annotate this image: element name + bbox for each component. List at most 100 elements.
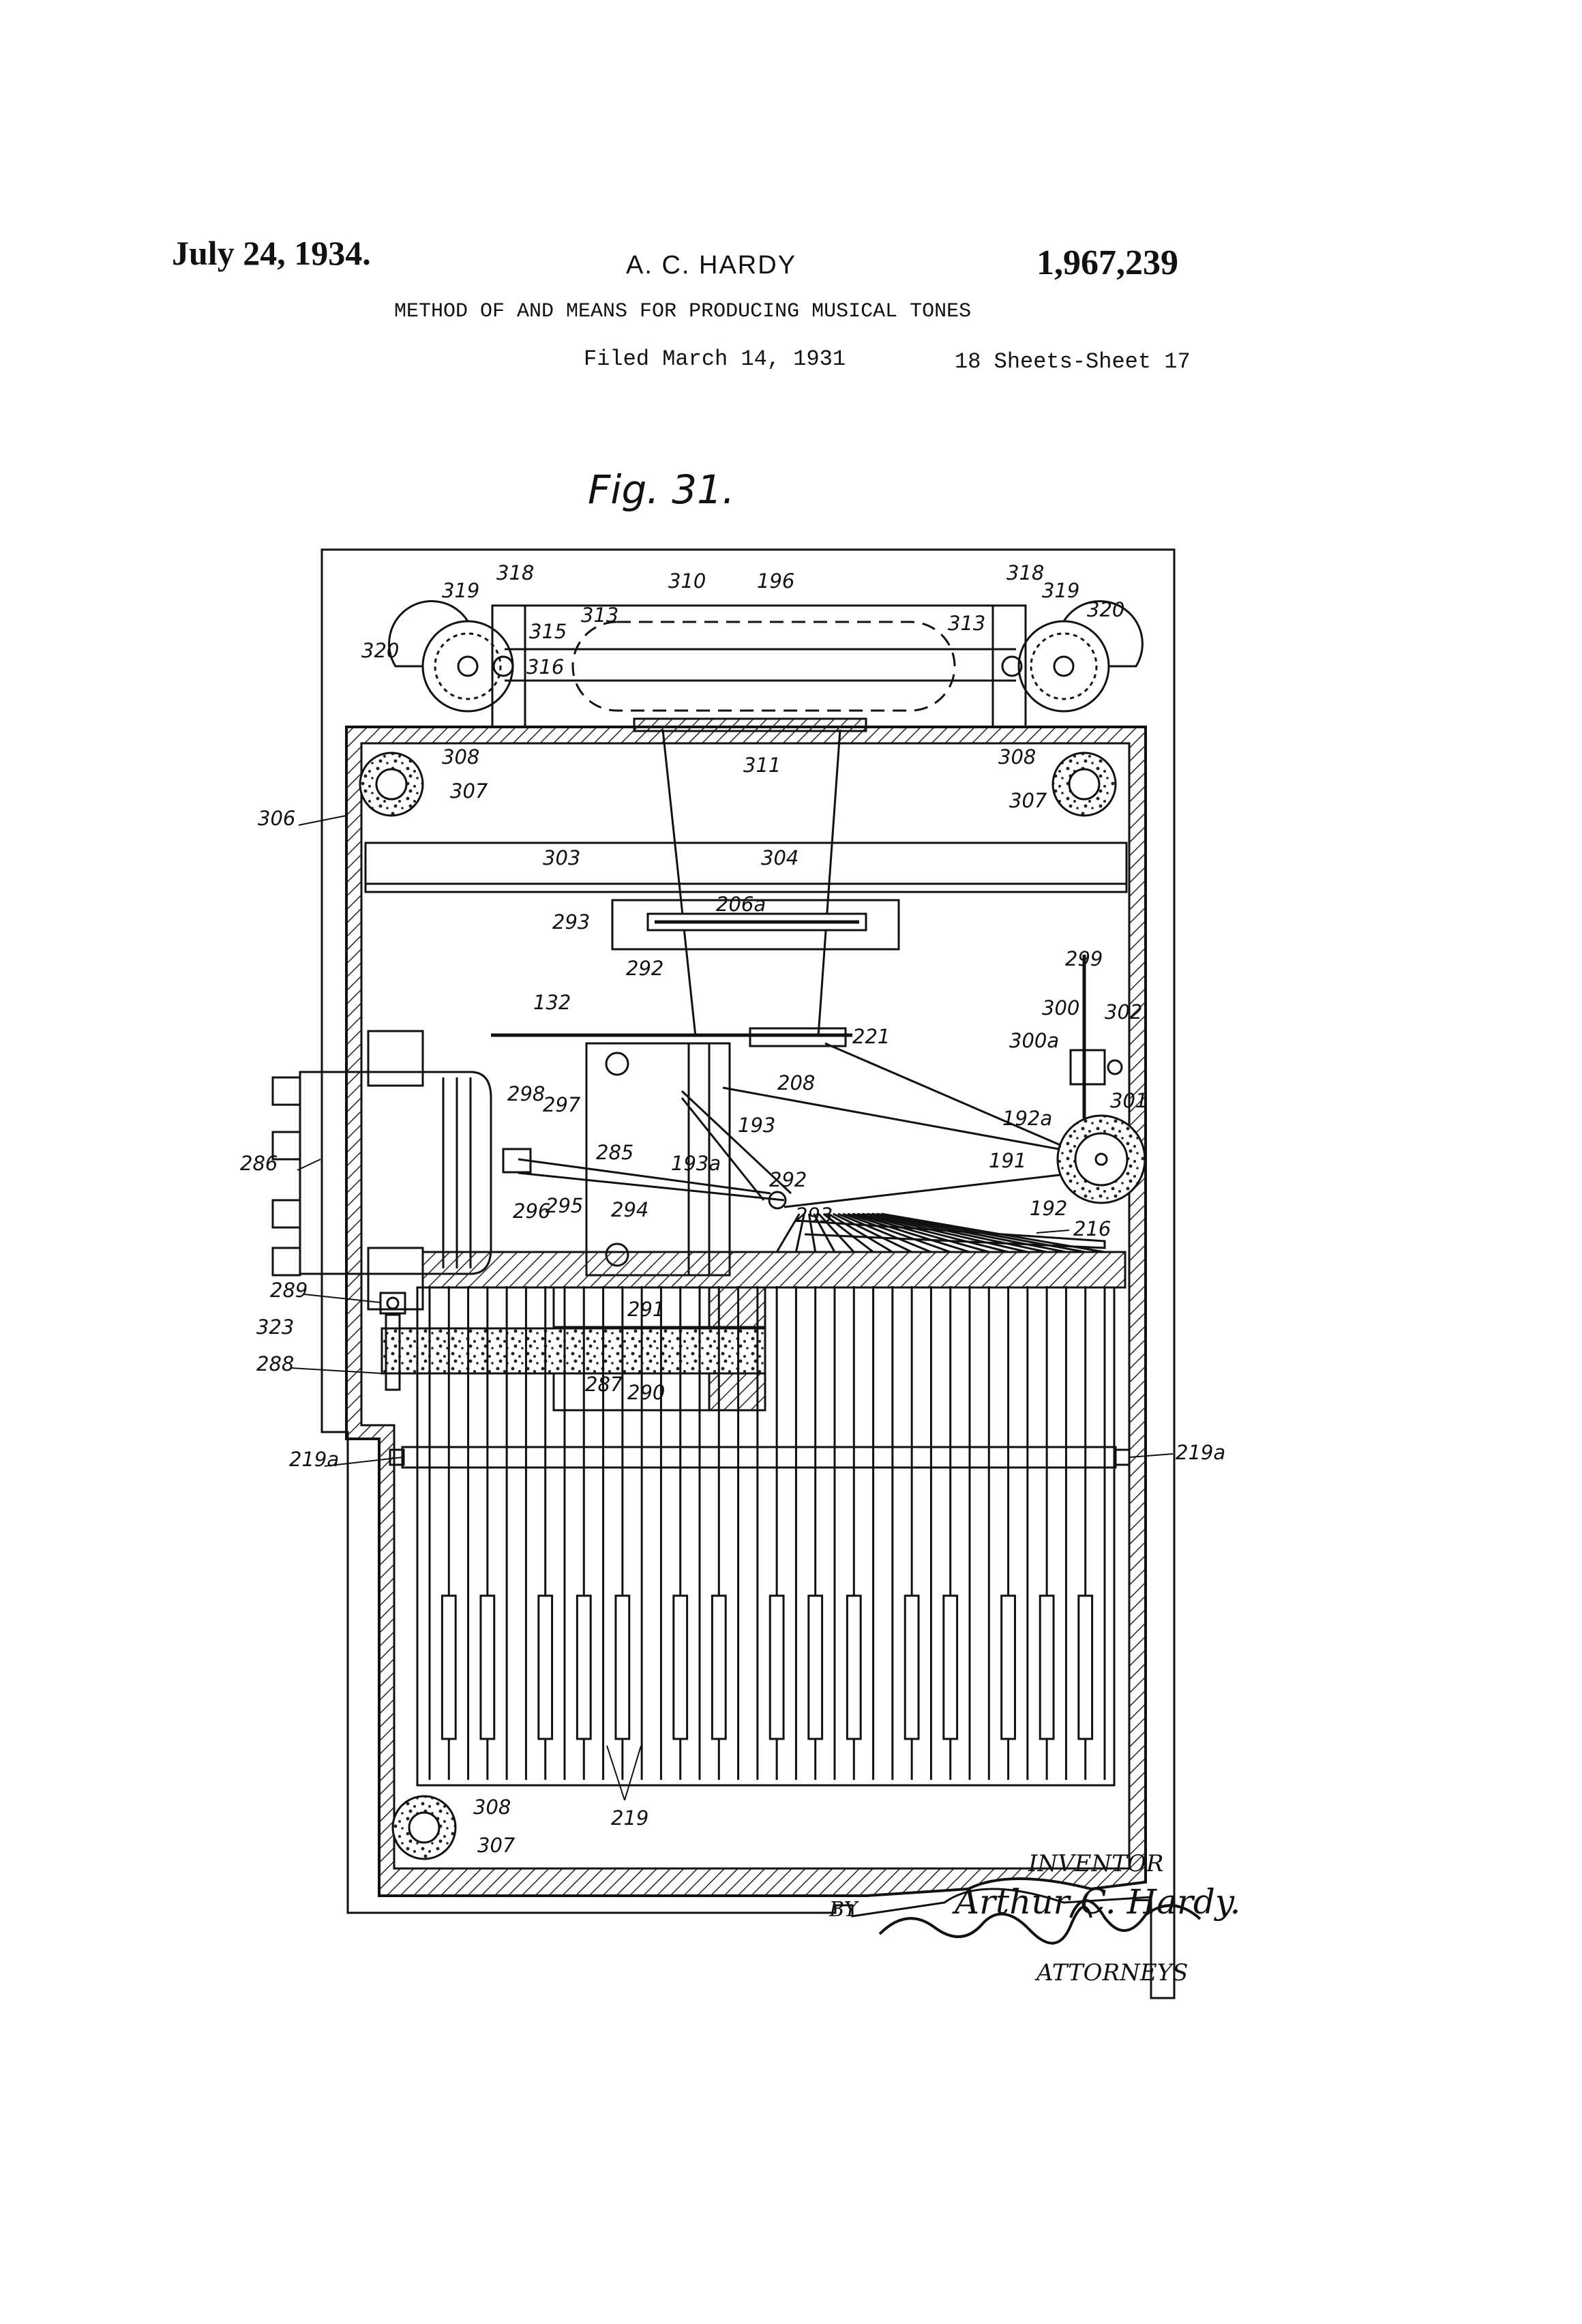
- signature-block: INVENTOR Arthur C. Hardy. BY ATTORNEYS: [829, 1850, 1240, 1986]
- black-key: [576, 1594, 592, 1740]
- filed-date: Filed March 14, 1931: [584, 346, 846, 372]
- ref-306: 306: [258, 807, 295, 830]
- patent-number: 1,967,239: [1036, 243, 1178, 282]
- ref-313-left: 313: [581, 604, 618, 627]
- comb-tine: [852, 1212, 989, 1253]
- comb-tine: [807, 1213, 817, 1253]
- comb-tine: [818, 1212, 855, 1253]
- comb-tine: [861, 1212, 1028, 1253]
- black-key: [614, 1594, 631, 1740]
- ref-196: 196: [757, 569, 794, 593]
- ref-313-right: 313: [948, 612, 985, 635]
- comb-tine: [842, 1212, 951, 1253]
- ref-308-bottom-left: 308: [473, 1796, 511, 1819]
- comb-tine: [871, 1212, 1066, 1253]
- ref-300a: 300a: [1009, 1029, 1059, 1052]
- black-key: [904, 1594, 920, 1740]
- ref-307-bottom-left: 307: [477, 1834, 516, 1857]
- ref-287: 287: [585, 1373, 623, 1396]
- ref-192a: 192a: [1002, 1107, 1052, 1130]
- ref-310: 310: [668, 569, 706, 593]
- black-key: [768, 1594, 785, 1740]
- ref-292-lower: 292: [769, 1168, 807, 1191]
- ref-285: 285: [596, 1141, 633, 1164]
- comb-tine: [856, 1212, 1009, 1253]
- leader-lines: [290, 815, 1174, 1801]
- comb-tine: [794, 1213, 805, 1253]
- ref-219a-right: 219a: [1176, 1441, 1225, 1464]
- ref-318-left: 318: [496, 561, 534, 584]
- sheet-count: 18 Sheets-Sheet 17: [955, 349, 1191, 374]
- ref-290: 290: [627, 1381, 665, 1404]
- ref-193a: 193a: [671, 1152, 721, 1175]
- ref-219a-left: 219a: [289, 1448, 339, 1471]
- by-label: BY: [829, 1898, 860, 1922]
- ref-316: 316: [526, 655, 564, 679]
- figure-label: Fig. 31.: [588, 466, 734, 513]
- ref-291: 291: [627, 1298, 665, 1321]
- black-key: [1039, 1594, 1055, 1740]
- comb-tine: [813, 1213, 836, 1253]
- ref-311: 311: [743, 754, 781, 777]
- comb-tine: [833, 1212, 912, 1253]
- black-key: [1077, 1594, 1094, 1740]
- patent-title: METHOD OF AND MEANS FOR PRODUCING MUSICA…: [394, 300, 972, 323]
- ref-302: 302: [1105, 1000, 1142, 1024]
- keyboard-keys: [441, 1594, 1094, 1740]
- apparatus-linework: [271, 548, 1176, 1999]
- black-key: [711, 1594, 727, 1740]
- ref-293-lower: 293: [795, 1204, 833, 1227]
- ref-298: 298: [507, 1082, 545, 1105]
- black-key: [942, 1594, 959, 1740]
- ref-323: 323: [256, 1315, 294, 1339]
- black-key: [537, 1594, 554, 1740]
- ref-132: 132: [533, 991, 571, 1014]
- ref-318-right: 318: [1006, 561, 1044, 584]
- comb-tine: [847, 1212, 970, 1253]
- ref-320-right: 320: [1087, 598, 1124, 621]
- ref-191: 191: [989, 1149, 1026, 1172]
- black-key: [1000, 1594, 1016, 1740]
- attorneys-caption: ATTORNEYS: [1034, 1959, 1188, 1986]
- attorney-signature-scrawl: [878, 1899, 1202, 1945]
- ref-206a: 206a: [716, 893, 766, 916]
- ref-304: 304: [761, 846, 799, 869]
- ref-294: 294: [611, 1198, 648, 1221]
- ref-216: 216: [1073, 1217, 1111, 1240]
- ref-293-upper: 293: [552, 910, 590, 934]
- ref-308-top-left: 308: [442, 745, 479, 769]
- inventor-caption: INVENTOR: [1028, 1850, 1163, 1877]
- ref-307-top-right: 307: [1009, 789, 1047, 812]
- ref-286: 286: [240, 1152, 278, 1175]
- black-key: [807, 1594, 824, 1740]
- ref-300: 300: [1042, 996, 1079, 1019]
- ref-296: 296: [513, 1200, 550, 1223]
- ref-208: 208: [777, 1071, 815, 1094]
- ref-299: 299: [1065, 947, 1103, 970]
- comb-tine: [827, 1212, 893, 1253]
- comb-tine: [866, 1212, 1047, 1253]
- patent-date: July 24, 1934.: [172, 234, 371, 272]
- ref-307-top-left: 307: [450, 779, 488, 803]
- comb-tine: [822, 1212, 874, 1253]
- comb-tine: [881, 1212, 1105, 1253]
- ref-303: 303: [543, 846, 580, 869]
- black-key: [479, 1594, 496, 1740]
- ref-319-left: 319: [442, 579, 479, 602]
- ref-288: 288: [256, 1352, 294, 1375]
- ref-320-left: 320: [361, 639, 399, 662]
- comb-tine: [837, 1212, 931, 1253]
- ref-319-right: 319: [1042, 579, 1079, 602]
- ref-301: 301: [1110, 1089, 1148, 1112]
- ref-297: 297: [543, 1093, 581, 1116]
- inventor-name: A. C. HARDY: [626, 251, 797, 280]
- ref-193: 193: [738, 1114, 775, 1137]
- ref-221: 221: [852, 1025, 890, 1048]
- comb-tine: [775, 1213, 801, 1253]
- ref-292-upper: 292: [626, 957, 663, 980]
- ref-192: 192: [1030, 1197, 1067, 1220]
- ref-289: 289: [270, 1279, 308, 1302]
- ref-315: 315: [529, 620, 567, 643]
- ref-295: 295: [546, 1194, 583, 1217]
